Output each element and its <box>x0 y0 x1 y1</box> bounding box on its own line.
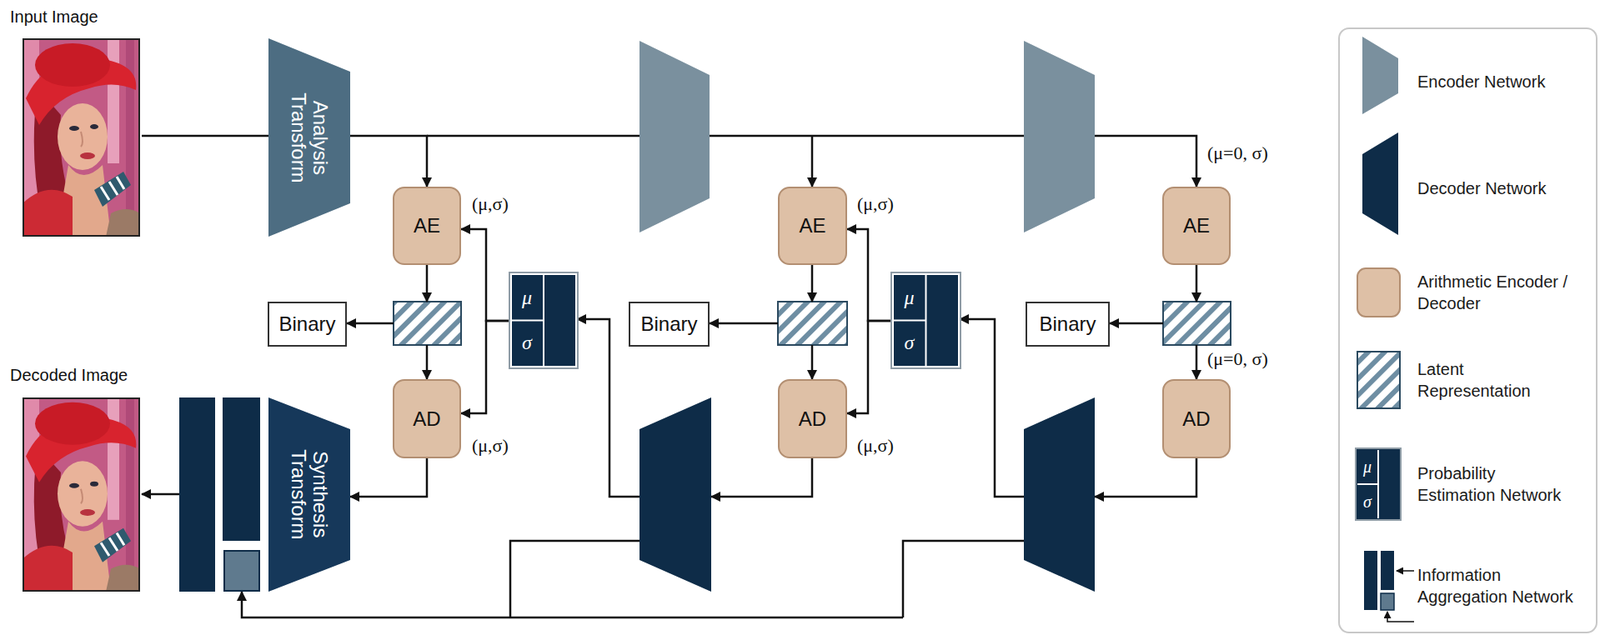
distribution-parameters: (μ,σ) <box>857 193 894 215</box>
distribution-parameters: (μ=0, σ) <box>1207 348 1269 370</box>
label-holder: μ <box>1363 457 1372 477</box>
arithmetic-decoder: AD <box>392 379 462 459</box>
arithmetic-encoder: AE <box>392 186 462 266</box>
node-label: AE <box>413 214 441 238</box>
legend-entry: Latent Representation <box>1417 358 1578 402</box>
connector-arrow <box>847 321 893 414</box>
node-label: AE <box>1183 214 1210 238</box>
arithmetic-encoder: AE <box>777 186 848 266</box>
distribution-parameters: (μ,σ) <box>471 193 509 215</box>
legend-entry: Information Aggregation Network <box>1417 564 1578 608</box>
legend-entry: Decoder Network <box>1417 177 1578 200</box>
node-label: AD <box>412 407 441 432</box>
node-label: μ <box>893 275 925 322</box>
node-label: Input Image <box>10 6 99 27</box>
binary-box: Binary <box>1025 301 1110 347</box>
node-label: AD <box>798 407 827 432</box>
analysis-transform: Analysis Transform <box>268 38 351 237</box>
node-label: Binary <box>640 312 698 337</box>
probability-grid <box>511 275 576 367</box>
label-holder: (μ=0, σ) <box>1207 142 1269 165</box>
node-label: μ <box>511 275 542 322</box>
legend-text: Probability Estimation Network <box>1417 462 1578 507</box>
distribution-parameters: (μ,σ) <box>857 435 894 457</box>
synthesis-transform: Synthesis Transform <box>179 397 351 592</box>
aggregation-bar <box>222 397 261 542</box>
label-holder: (μ=0, σ) <box>1207 348 1269 371</box>
node-label: Binary <box>1038 312 1096 337</box>
legend-icon-symbol: σ <box>1363 492 1372 512</box>
legend-text: Encoder Network <box>1417 70 1578 93</box>
binary-box: Binary <box>267 301 347 347</box>
node-label: σ <box>893 321 925 367</box>
node-label: AE <box>798 214 826 238</box>
probability-grid <box>893 275 958 367</box>
arithmetic-encoder: AE <box>1162 186 1231 266</box>
label-holder: (μ,σ) <box>471 435 509 457</box>
arithmetic-decoder: AD <box>777 379 848 459</box>
distribution-parameters: (μ,σ) <box>471 435 509 457</box>
connector-arrow <box>141 493 180 497</box>
label-holder: (μ,σ) <box>857 193 894 216</box>
connector-arrow <box>461 321 511 414</box>
legend-text: Information Aggregation Network <box>1417 564 1578 608</box>
legend-text: Arithmetic Encoder / Decoder <box>1417 270 1578 315</box>
connector-arrow <box>141 135 269 138</box>
node-label: Analysis Transform <box>287 83 332 192</box>
legend-text: Latent Representation <box>1417 358 1578 402</box>
label-holder: σ <box>1363 492 1372 512</box>
label-holder: (μ,σ) <box>471 193 509 216</box>
node-label: σ <box>511 321 542 367</box>
label-holder: (μ,σ) <box>857 435 894 457</box>
node-label: Synthesis Transform <box>287 441 332 550</box>
arithmetic-decoder: AD <box>1162 379 1231 459</box>
legend-entry: Encoder Network <box>1417 70 1578 93</box>
legend-entry: Probability Estimation Network <box>1417 462 1578 507</box>
connector-arrow <box>350 135 427 187</box>
legend-text: Decoder Network <box>1417 177 1578 200</box>
aggregation-input <box>224 551 260 592</box>
legend-icon-symbol: μ <box>1363 457 1372 477</box>
distribution-parameters: (μ=0, σ) <box>1207 142 1269 164</box>
node-label: Decoded Image <box>10 365 128 386</box>
legend-entry: Arithmetic Encoder / Decoder <box>1417 270 1578 315</box>
node-label: Binary <box>278 312 336 337</box>
connector-arrow <box>847 229 893 322</box>
trapezoid <box>268 397 351 592</box>
connector-arrow <box>461 229 511 322</box>
aggregation-bar <box>179 397 216 592</box>
probability-network: μσ <box>510 273 577 368</box>
binary-box: Binary <box>628 301 710 347</box>
probability-network: μσ <box>892 273 960 368</box>
trapezoid <box>268 38 351 237</box>
node-label: AD <box>1182 407 1210 432</box>
grid-line <box>893 275 927 367</box>
decoded-image: Decoded Image <box>10 365 142 592</box>
grid-line <box>511 275 544 367</box>
input-image: Input Image <box>10 6 142 239</box>
connector-arrow <box>350 458 427 497</box>
